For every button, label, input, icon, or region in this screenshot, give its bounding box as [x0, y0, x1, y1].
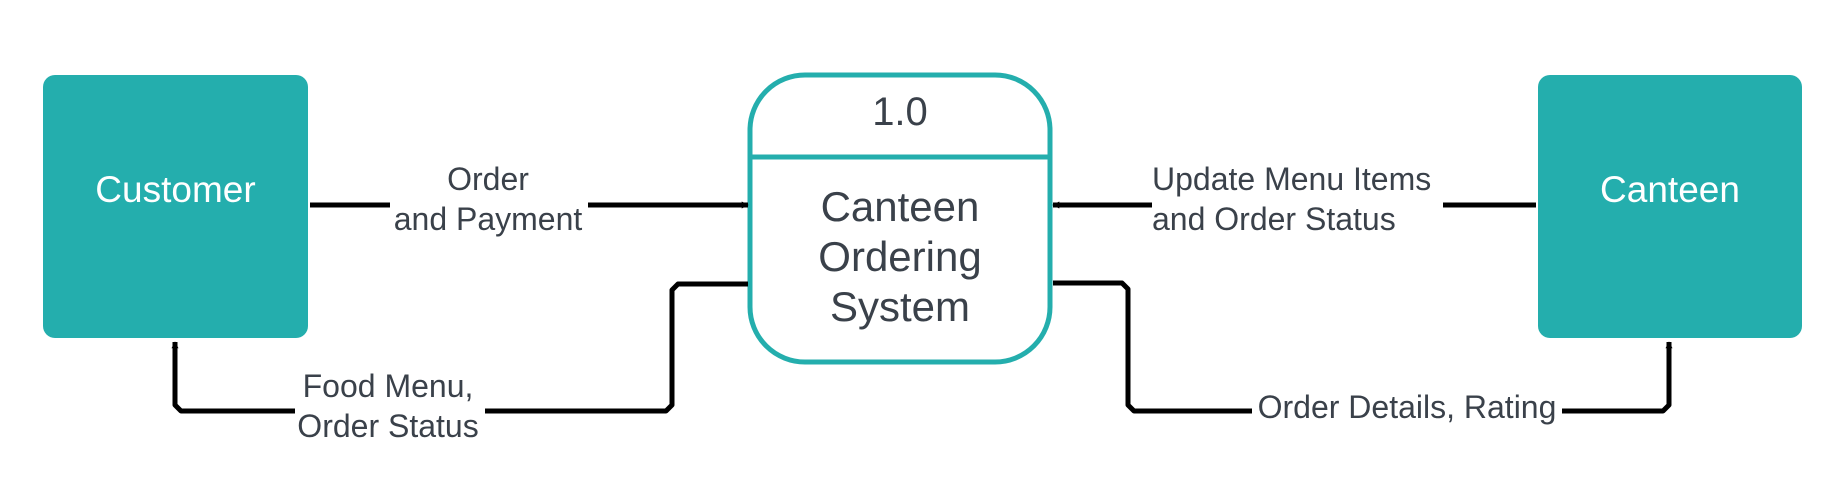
flow-food-menu-label-2: Order Status	[297, 408, 478, 444]
flow-order-payment-label-1: Order	[447, 161, 529, 197]
flow-food-menu[interactable]: Food Menu, Order Status	[171, 281, 748, 444]
entity-customer[interactable]: Customer	[43, 75, 308, 338]
flow-food-menu-line-a	[485, 281, 748, 414]
entity-canteen[interactable]: Canteen	[1538, 75, 1802, 338]
flow-food-menu-label-1: Food Menu,	[303, 368, 474, 404]
flow-order-details-label: Order Details, Rating	[1258, 389, 1557, 425]
flow-order-details-arrow	[1562, 341, 1673, 414]
flow-food-menu-arrow	[171, 341, 295, 414]
process-box	[747, 72, 1053, 365]
flow-order-payment-label-2: and Payment	[394, 201, 583, 237]
entity-customer-box	[43, 75, 308, 338]
process-name-line-1: Canteen	[821, 183, 980, 230]
flow-order-details[interactable]: Order Details, Rating	[1053, 280, 1673, 425]
process-canteen-ordering-system[interactable]: 1.0 Canteen Ordering System	[747, 72, 1053, 365]
flow-order-details-line-a	[1053, 280, 1252, 414]
process-id: 1.0	[872, 90, 928, 134]
process-name-line-3: System	[830, 283, 970, 330]
process-name-line-2: Ordering	[818, 233, 981, 280]
entity-customer-label: Customer	[95, 169, 255, 210]
flow-update-menu[interactable]: Update Menu Items and Order Status	[1052, 161, 1536, 237]
entity-canteen-label: Canteen	[1600, 169, 1740, 210]
flow-order-payment[interactable]: Order and Payment	[310, 161, 749, 237]
flow-update-menu-label-1: Update Menu Items	[1152, 161, 1431, 197]
entity-canteen-box	[1538, 75, 1802, 338]
flow-update-menu-label-2: and Order Status	[1152, 201, 1396, 237]
